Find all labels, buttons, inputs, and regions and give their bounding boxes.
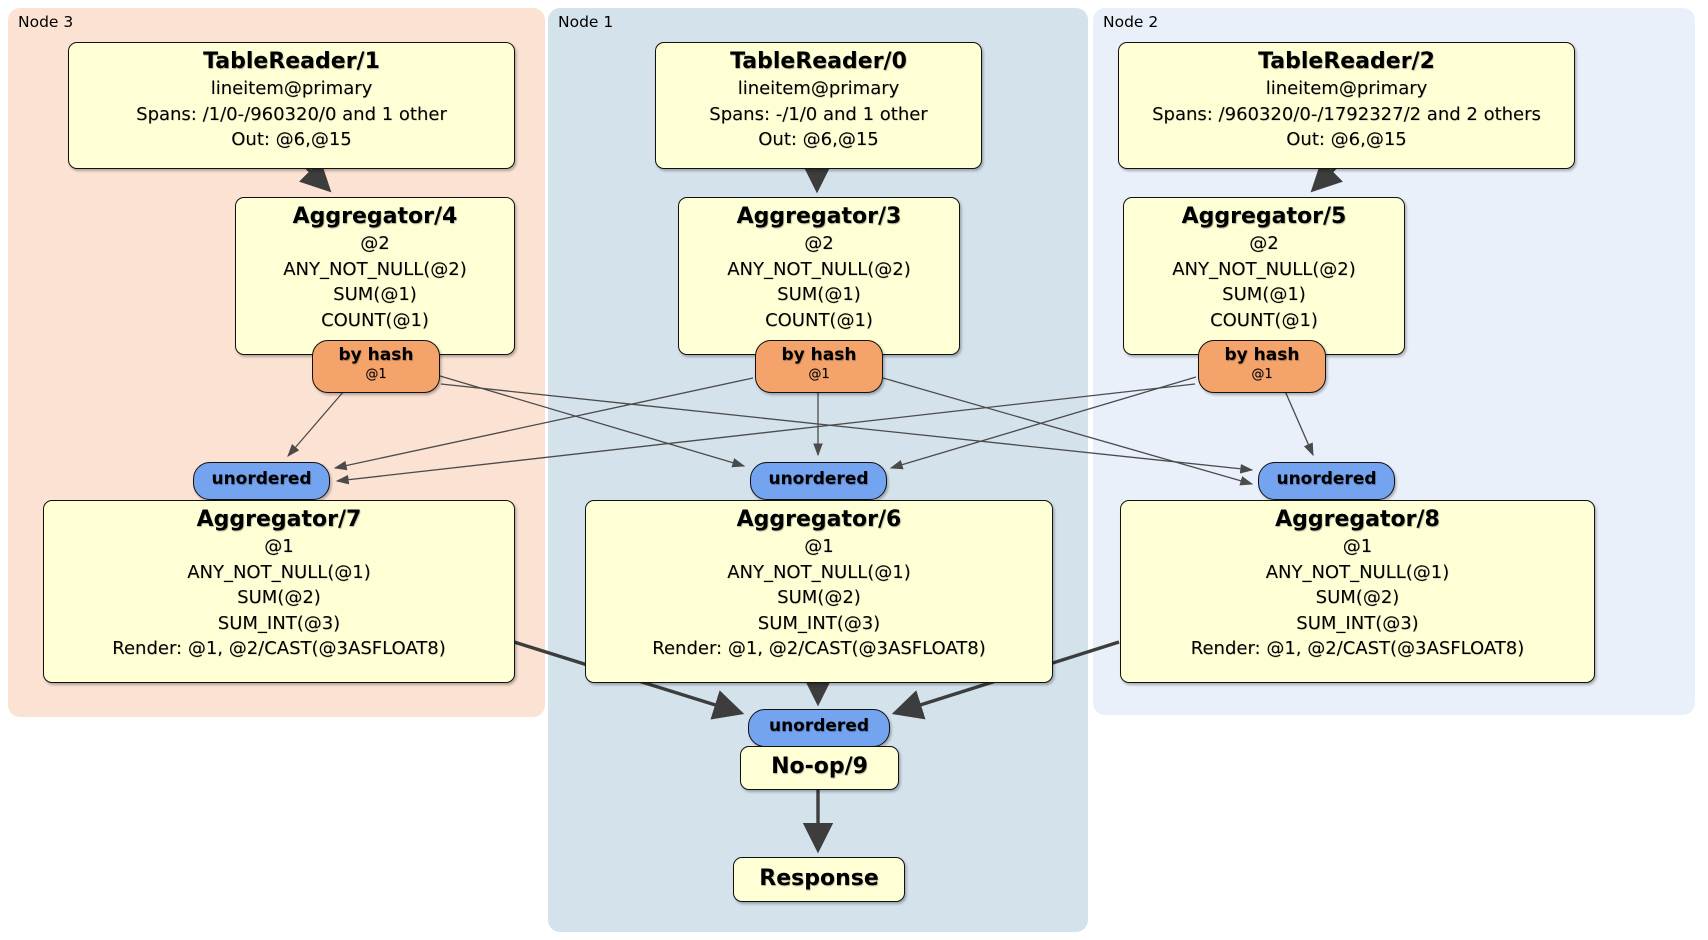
node-spans: Spans: -/1/0 and 1 other xyxy=(709,103,928,125)
node-group-cols: @1 xyxy=(804,536,834,557)
node-render: Render: @1, @2/CAST(@3ASFLOAT8) xyxy=(112,638,446,659)
node-title: No-op/9 xyxy=(771,754,868,779)
node-agg-fn: ANY_NOT_NULL(@2) xyxy=(283,258,467,280)
sync-unordered-right: unordered xyxy=(1258,462,1395,500)
node-title: Response xyxy=(759,866,879,891)
node-group-cols: @2 xyxy=(360,233,390,254)
router-columns: @1 xyxy=(1251,367,1273,382)
node-agg-fn: ANY_NOT_NULL(@1) xyxy=(187,561,371,583)
router-by-hash-5: by hash @1 xyxy=(1198,340,1326,393)
node-title: Aggregator/6 xyxy=(736,507,902,532)
node-title: Aggregator/5 xyxy=(1181,204,1347,229)
router-label: by hash xyxy=(1224,345,1300,365)
sync-unordered-left: unordered xyxy=(193,462,330,500)
node-aggregator-8: Aggregator/8 @1 ANY_NOT_NULL(@1) SUM(@2)… xyxy=(1120,500,1595,683)
router-columns: @1 xyxy=(808,367,830,382)
node-title: TableReader/2 xyxy=(1258,49,1435,74)
node-group-cols: @1 xyxy=(264,536,294,557)
node-agg-fn: ANY_NOT_NULL(@2) xyxy=(727,258,911,280)
node-render: Render: @1, @2/CAST(@3ASFLOAT8) xyxy=(1190,638,1525,659)
node-agg-fn: COUNT(@1) xyxy=(1210,309,1318,331)
node-noop-9: No-op/9 xyxy=(740,746,899,790)
node-aggregator-5: Aggregator/5 @2 ANY_NOT_NULL(@2) SUM(@1)… xyxy=(1123,197,1405,355)
node-tablereader-0: TableReader/0 lineitem@primary Spans: -/… xyxy=(655,42,982,169)
node-render: Render: @1, @2/CAST(@3ASFLOAT8) xyxy=(652,638,986,659)
node-aggregator-6: Aggregator/6 @1 ANY_NOT_NULL(@1) SUM(@2)… xyxy=(585,500,1053,683)
node-agg-fn: SUM(@1) xyxy=(1222,284,1306,305)
sync-unordered-final: unordered xyxy=(748,709,890,747)
region-node2-label: Node 2 xyxy=(1103,13,1159,31)
router-label: by hash xyxy=(338,345,414,365)
node-agg-fn: SUM(@1) xyxy=(777,284,861,305)
node-agg-fn: SUM(@2) xyxy=(777,587,861,608)
node-agg-fn: SUM_INT(@3) xyxy=(757,612,881,634)
region-node1-label: Node 1 xyxy=(558,13,614,31)
node-agg-fn: SUM(@2) xyxy=(237,587,321,608)
node-group-cols: @2 xyxy=(1249,233,1279,254)
node-title: Aggregator/7 xyxy=(196,507,362,532)
node-out: Out: @6,@15 xyxy=(231,129,352,150)
node-tablereader-2: TableReader/2 lineitem@primary Spans: /9… xyxy=(1118,42,1575,169)
router-columns: @1 xyxy=(365,367,387,382)
sync-unordered-center: unordered xyxy=(750,462,887,500)
node-title: Aggregator/8 xyxy=(1275,507,1440,532)
node-out: Out: @6,@15 xyxy=(1286,129,1407,150)
node-title: TableReader/1 xyxy=(203,49,380,74)
node-aggregator-7: Aggregator/7 @1 ANY_NOT_NULL(@1) SUM(@2)… xyxy=(43,500,515,683)
node-spans: Spans: /960320/0-/1792327/2 and 2 others xyxy=(1152,103,1541,125)
node-aggregator-3: Aggregator/3 @2 ANY_NOT_NULL(@2) SUM(@1)… xyxy=(678,197,960,355)
node-out: Out: @6,@15 xyxy=(758,129,879,150)
node-title: TableReader/0 xyxy=(730,49,907,74)
node-aggregator-4: Aggregator/4 @2 ANY_NOT_NULL(@2) SUM(@1)… xyxy=(235,197,515,355)
node-index: lineitem@primary xyxy=(737,78,900,99)
node-agg-fn: SUM_INT(@3) xyxy=(1296,612,1419,634)
node-title: Aggregator/4 xyxy=(292,204,458,229)
node-group-cols: @1 xyxy=(1342,536,1373,557)
node-agg-fn: ANY_NOT_NULL(@2) xyxy=(1172,258,1356,280)
node-agg-fn: SUM_INT(@3) xyxy=(217,612,341,634)
node-response: Response xyxy=(733,857,905,902)
node-agg-fn: COUNT(@1) xyxy=(321,309,429,331)
router-by-hash-3: by hash @1 xyxy=(755,340,883,393)
router-by-hash-4: by hash @1 xyxy=(312,340,440,393)
node-agg-fn: SUM(@2) xyxy=(1315,587,1400,608)
region-node3-label: Node 3 xyxy=(18,13,74,31)
node-tablereader-1: TableReader/1 lineitem@primary Spans: /1… xyxy=(68,42,515,169)
node-agg-fn: SUM(@1) xyxy=(333,284,417,305)
node-spans: Spans: /1/0-/960320/0 and 1 other xyxy=(136,103,447,125)
node-agg-fn: ANY_NOT_NULL(@1) xyxy=(1265,561,1450,583)
node-group-cols: @2 xyxy=(804,233,834,254)
router-label: by hash xyxy=(781,345,857,365)
node-agg-fn: COUNT(@1) xyxy=(765,309,873,331)
node-title: Aggregator/3 xyxy=(736,204,902,229)
node-agg-fn: ANY_NOT_NULL(@1) xyxy=(727,561,911,583)
node-index: lineitem@primary xyxy=(1265,78,1428,99)
node-index: lineitem@primary xyxy=(210,78,373,99)
